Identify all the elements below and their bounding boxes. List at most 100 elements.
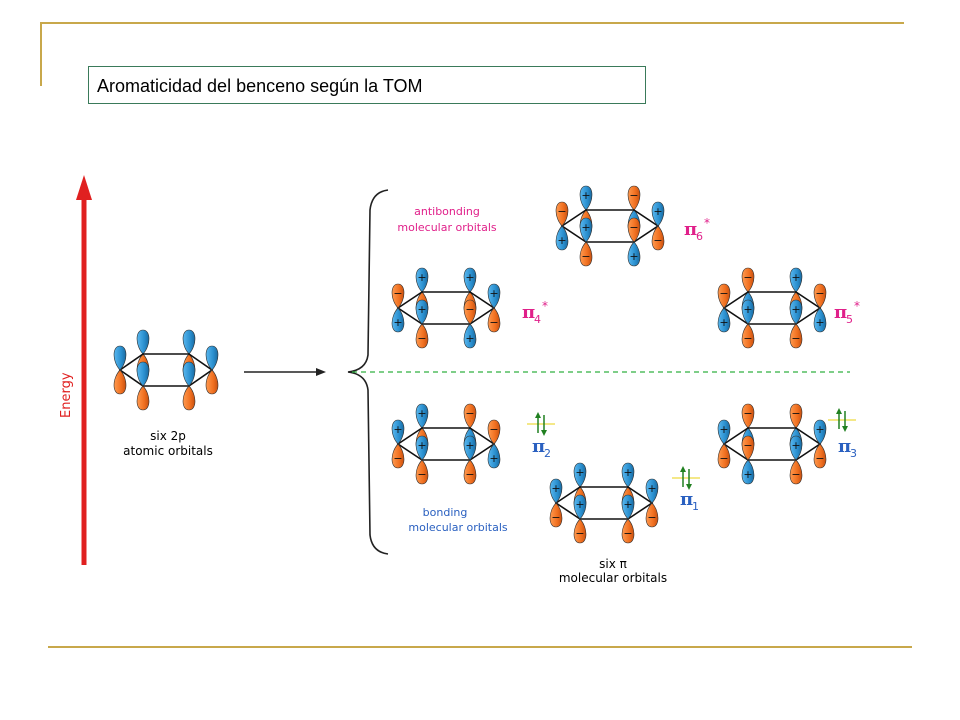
pi-symbol: π	[684, 219, 697, 240]
orbital-lobe-top	[627, 185, 641, 211]
orbital-lobe-top	[579, 185, 593, 211]
p-orbital: +−	[463, 435, 477, 485]
orbital-lobe-top	[487, 283, 501, 309]
label-pi6: π6*	[684, 216, 710, 243]
pi-star: *	[854, 299, 860, 313]
orbital-lobe-bottom	[391, 307, 405, 333]
electron-down-arrowhead	[686, 484, 692, 490]
pi-symbol: π	[532, 436, 545, 457]
orbital-lobe-top	[136, 329, 150, 355]
lobe-sign-top: +	[575, 498, 584, 511]
hexagon-ring	[722, 291, 822, 325]
orbital-lobe-top	[463, 267, 477, 293]
orbital-lobe-bottom	[555, 225, 569, 251]
p-orbital: +−	[645, 478, 659, 528]
antibonding-label-line2: molecular orbitals	[397, 221, 497, 234]
label-pi1: π1	[680, 489, 699, 513]
atomic-label-line1: six 2p	[150, 429, 186, 443]
lobe-sign-top: +	[489, 287, 498, 300]
orbital-lobe-top	[555, 201, 569, 227]
p-orbital: +−	[549, 478, 563, 528]
lobe-sign-bottom: −	[791, 332, 800, 345]
bonding-label-line1: bonding	[423, 506, 468, 519]
hexagon-ring	[722, 427, 822, 461]
electron-down-arrowhead	[842, 426, 848, 432]
orbital-lobe-top	[463, 403, 477, 429]
lobe-sign-bottom: +	[489, 452, 498, 465]
orbital-lobe-top	[621, 462, 635, 488]
pi-star: *	[704, 216, 710, 230]
pi-subscript: 5	[846, 313, 853, 326]
orbital-lobe-top	[717, 419, 731, 445]
frame-bottom-line	[48, 646, 912, 648]
p-orbital: +−	[415, 435, 429, 485]
lobe-sign-top: +	[417, 271, 426, 284]
orbital-lobe-top	[789, 299, 803, 325]
lobe-sign-top: −	[489, 423, 498, 436]
mo-ring-pi5: −++−−+−++−+−	[717, 267, 827, 349]
orbital-lobe-top	[415, 267, 429, 293]
lobe-sign-top: −	[743, 439, 752, 452]
slide-title: Aromaticidad del benceno según la TOM	[97, 76, 423, 96]
lobe-sign-top: +	[743, 303, 752, 316]
bonding-label-line2: molecular orbitals	[408, 521, 508, 534]
orbital-lobe-top	[463, 435, 477, 461]
lobe-sign-top: +	[575, 466, 584, 479]
p-orbital: +−	[573, 494, 587, 544]
pi-subscript: 4	[534, 313, 541, 326]
atomic-label-line2: atomic orbitals	[123, 444, 213, 458]
orbital-lobe-top	[182, 361, 196, 387]
pi-symbol: π	[522, 302, 535, 323]
pi-star: *	[542, 299, 548, 313]
orbital-lobe-bottom	[205, 369, 219, 395]
orbital-lobe-top	[741, 435, 755, 461]
lobe-sign-bottom: −	[393, 452, 402, 465]
p-orbital: +−	[487, 283, 501, 333]
mo-ring-pi1: +−+−+−+−+−+−	[549, 462, 659, 544]
lobe-sign-top: −	[743, 407, 752, 420]
orbital-lobe-bottom	[645, 502, 659, 528]
mo-ring-pi3: −+−++−+−−++−	[717, 403, 827, 485]
orbital-lobe-bottom	[741, 323, 755, 349]
lobe-sign-top: +	[647, 482, 656, 495]
lobe-sign-top: +	[791, 271, 800, 284]
pi-symbol: π	[834, 302, 847, 323]
lobe-sign-bottom: +	[719, 316, 728, 329]
orbital-lobe-top	[573, 462, 587, 488]
pi-subscript: 3	[850, 447, 857, 460]
atomic-p-orbitals	[113, 329, 219, 411]
six-pi-label-line2: molecular orbitals	[559, 571, 667, 585]
electron-pair-pi3	[828, 408, 856, 432]
label-pi2: π2	[532, 436, 551, 460]
lobe-sign-bottom: −	[465, 468, 474, 481]
p-orbital: +−	[741, 299, 755, 349]
orbital-lobe-top	[487, 419, 501, 445]
orbital-lobe-top	[789, 403, 803, 429]
antibonding-label-line1: antibonding	[414, 205, 480, 218]
orbital-lobe-top	[579, 217, 593, 243]
p-orbital	[113, 345, 127, 395]
energy-arrow-head	[76, 175, 92, 200]
lobe-sign-bottom: −	[743, 332, 752, 345]
orbital-lobe-bottom	[789, 323, 803, 349]
label-pi4: π4*	[522, 299, 548, 326]
pi-subscript: 6	[696, 230, 703, 243]
lobe-sign-top: −	[629, 189, 638, 202]
hexagon-ring	[560, 209, 660, 243]
p-orbital	[136, 361, 150, 411]
electron-up-arrowhead	[836, 408, 842, 414]
lobe-sign-bottom: +	[465, 332, 474, 345]
electron-up-arrowhead	[680, 466, 686, 472]
orbital-lobe-bottom	[813, 307, 827, 333]
lobe-sign-top: +	[791, 303, 800, 316]
orbital-lobe-top	[205, 345, 219, 371]
lobe-sign-bottom: −	[791, 468, 800, 481]
p-orbital	[205, 345, 219, 395]
hexagon-ring	[554, 486, 654, 520]
lobe-sign-top: +	[465, 271, 474, 284]
orbital-lobe-bottom	[463, 459, 477, 485]
lobe-sign-top: +	[815, 423, 824, 436]
orbital-lobe-bottom	[789, 459, 803, 485]
orbital-lobe-bottom	[717, 443, 731, 469]
label-pi3: π3	[838, 436, 857, 460]
